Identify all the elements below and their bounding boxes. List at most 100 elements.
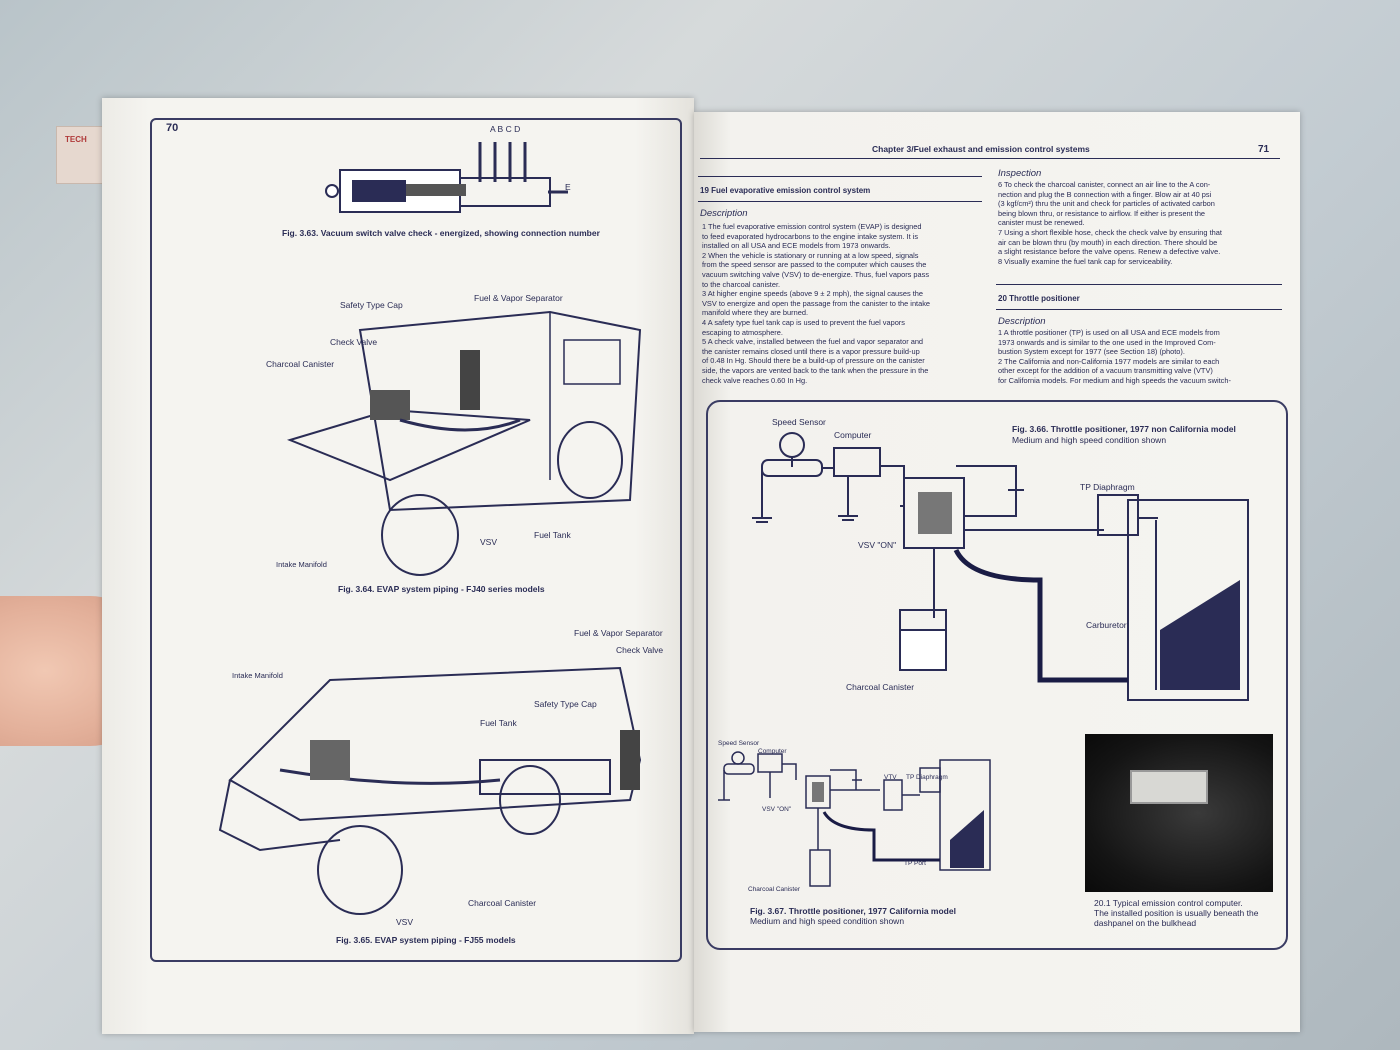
throttle-body-shape xyxy=(1160,580,1240,690)
fig66-throttle-positioner-diagram xyxy=(752,432,1249,701)
inspection-subhead: Inspection xyxy=(998,168,1042,179)
separator-part-shape xyxy=(460,350,480,410)
inspection-line: (3 kgf/cm²) thru the unit and check for … xyxy=(998,199,1215,209)
fig67-label-canister: Charcoal Canister xyxy=(748,886,801,893)
section20-line: bustion System except for 1977 (see Sect… xyxy=(998,347,1185,357)
fig66-label-computer: Computer xyxy=(834,430,872,440)
fig64-label-canister: Charcoal Canister xyxy=(266,359,335,369)
fig67-label-tp-port: TP Port xyxy=(904,860,926,867)
vsv-coil-shape-2 xyxy=(812,782,824,802)
section19-line: to the charcoal canister. xyxy=(702,279,781,289)
throttle-body-shape-2 xyxy=(950,810,984,868)
fig67-label-speed-sensor: Speed Sensor xyxy=(718,740,760,747)
section20-body: 1 A throttle positioner (TP) is used on … xyxy=(998,328,1278,386)
inspection-body: 6 To check the charcoal canister, connec… xyxy=(998,180,1276,266)
fig67-subcaption: Medium and high speed condition shown xyxy=(750,916,905,926)
vacuum-hose-shape xyxy=(953,548,1128,683)
fig63-port-e-label: E xyxy=(565,182,571,192)
section19-line: vacuum switching valve (VSV) to de-energ… xyxy=(702,269,930,279)
section20-line: 1973 onwards and is similar to the one u… xyxy=(998,337,1216,347)
section19-line: 5 A check valve, installed between the f… xyxy=(702,337,924,347)
photo-computer-label-plate xyxy=(1130,770,1208,804)
fig63-caption: Fig. 3.63. Vacuum switch valve check - e… xyxy=(282,228,600,238)
sticker-tag-text: TECH xyxy=(65,135,87,144)
left-page-border xyxy=(150,118,682,962)
section19-line: manifold where they are burned. xyxy=(702,308,808,318)
right-header-title: Chapter 3/Fuel exhaust and emission cont… xyxy=(872,144,1090,154)
fig64-label-check-valve: Check Valve xyxy=(330,337,378,347)
fig65-label-safety-cap: Safety Type Cap xyxy=(534,699,597,709)
section20-subhead: Description xyxy=(998,316,1046,327)
inspection-line: 8 Visually examine the fuel tank cap for… xyxy=(998,256,1173,266)
fig64-label-intake: Intake Manifold xyxy=(276,560,327,569)
section19-title: 19 Fuel evaporative emission control sys… xyxy=(700,186,871,195)
fig65-fj55-drawing xyxy=(218,666,642,915)
vsv-coil-shape xyxy=(918,492,952,534)
fig65-label-canister: Charcoal Canister xyxy=(468,898,537,908)
section19-line: the canister remains closed until there … xyxy=(702,346,920,356)
section20-title-bar: 20 Throttle positioner xyxy=(996,284,1282,310)
canister-part-shape xyxy=(370,390,410,420)
fig65-label-fuel-tank: Fuel Tank xyxy=(480,718,517,728)
fig63-vacuum-switch-valve-diagram xyxy=(325,142,568,213)
canister-part-shape-2 xyxy=(310,740,350,780)
section20-line: other except for the addition of a vacuu… xyxy=(998,366,1213,376)
inspection-line: 7 Using a short flexible hose, check the… xyxy=(998,227,1222,237)
section19-line: 1 The fuel evaporative emission control … xyxy=(702,222,922,231)
fig67-caption: Fig. 3.67. Throttle positioner, 1977 Cal… xyxy=(750,906,956,916)
inspection-line: nection and plug the B connection with a… xyxy=(998,189,1212,199)
fig64-label-vsv: VSV xyxy=(480,537,498,547)
fig67-label-vtv: VTV xyxy=(884,774,897,781)
fig67-label-computer: Computer xyxy=(758,748,787,755)
fig65-caption: Fig. 3.65. EVAP system piping - FJ55 mod… xyxy=(336,935,516,945)
section20-title: 20 Throttle positioner xyxy=(998,294,1080,303)
fig64-label-safety-cap: Safety Type Cap xyxy=(340,300,403,310)
inspection-line: canister must be renewed. xyxy=(998,218,1085,228)
fig67-label-tp-diaphragm: TP Diaphragm xyxy=(906,774,948,781)
section19-line: 4 A safety type fuel tank cap is used to… xyxy=(702,317,905,327)
section19-line: 3 At higher engine speeds (above 9 ± 2 m… xyxy=(702,289,923,299)
inspection-line: 6 To check the charcoal canister, connec… xyxy=(998,180,1211,189)
section19-body: 1 The fuel evaporative emission control … xyxy=(702,222,980,385)
photo-caption-line2: The installed position is usually beneat… xyxy=(1094,908,1259,918)
section19-line: 2 When the vehicle is stationary or runn… xyxy=(702,250,919,260)
section19-line: side, the vapors are vented back to the … xyxy=(702,365,929,375)
section19-line: check valve reaches 0.60 In Hg. xyxy=(702,375,808,385)
fig67-throttle-positioner-diagram xyxy=(718,751,991,887)
left-page-number: 70 xyxy=(166,122,179,134)
fig66-label-carburetor: Carburetor xyxy=(1086,620,1127,630)
fig65-label-vsv: VSV xyxy=(396,917,414,927)
section19-line: VSV to energize and open the passage fro… xyxy=(702,298,931,308)
separator-part-shape-2 xyxy=(620,730,640,790)
fuel-tank-part-shape xyxy=(479,759,611,795)
fig65-label-check-valve: Check Valve xyxy=(616,645,664,655)
figure-box xyxy=(706,400,1288,950)
fig64-label-separator: Fuel & Vapor Separator xyxy=(474,293,563,303)
fig64-fj40-drawing xyxy=(286,310,642,576)
section19-subhead: Description xyxy=(700,208,748,219)
left-page xyxy=(102,98,694,1034)
inspection-line: air can be blown thru (by mouth) in each… xyxy=(998,237,1218,247)
section19-line: from the speed sensor are passed to the … xyxy=(702,260,927,270)
section19-line: escaping to atmosphere. xyxy=(702,327,783,337)
fig66-label-speed-sensor: Speed Sensor xyxy=(772,417,826,427)
photo-caption-line1: 20.1 Typical emission control computer. xyxy=(1094,898,1243,908)
fig66-label-vsv-on: VSV "ON" xyxy=(858,540,897,550)
fig66-subcaption: Medium and high speed condition shown xyxy=(1012,435,1167,445)
section19-line: to feed evaporated hydrocarbons to the e… xyxy=(702,231,919,241)
fig67-label-vsv-on: VSV "ON" xyxy=(762,806,792,813)
fig66-label-canister: Charcoal Canister xyxy=(846,682,915,692)
fig64-label-fuel-tank: Fuel Tank xyxy=(534,530,571,540)
section20-line: for California models. For medium and hi… xyxy=(998,375,1231,385)
section19-line: installed on all USA and ECE models from… xyxy=(702,241,891,251)
photo-caption-line3: dashpanel on the bulkhead xyxy=(1094,918,1197,928)
fig66-label-tp-diaphragm: TP Diaphragm xyxy=(1080,482,1135,492)
section19-title-bar: 19 Fuel evaporative emission control sys… xyxy=(698,176,982,202)
canister-shape xyxy=(899,629,947,671)
header-rule xyxy=(700,158,1280,159)
section19-line: of 0.48 In Hg. Should there be a build-u… xyxy=(702,356,925,366)
inspection-line: a slight resistance before the valve ope… xyxy=(998,247,1221,257)
emission-computer-photo xyxy=(1085,734,1273,892)
fig66-caption: Fig. 3.66. Throttle positioner, 1977 non… xyxy=(1012,424,1236,434)
fig64-caption: Fig. 3.64. EVAP system piping - FJ40 ser… xyxy=(338,584,545,594)
